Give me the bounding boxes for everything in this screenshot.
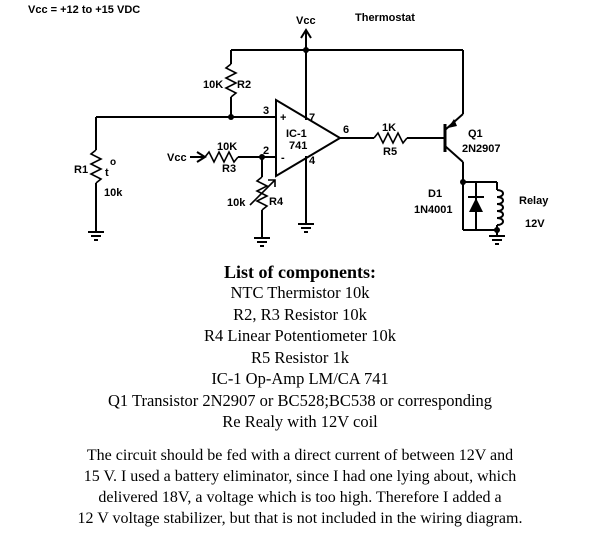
components-list: NTC Thermistor 10k R2, R3 Resistor 10k R… xyxy=(0,282,600,433)
pin7-label: 7 xyxy=(309,112,315,124)
note-line: 12 V voltage stabilizer, but that is not… xyxy=(77,509,523,527)
pin4-label: 4 xyxy=(309,155,316,167)
circuit-title: Thermostat xyxy=(355,12,415,24)
vcc-left-label: Vcc xyxy=(167,152,187,164)
q1-type: 2N2907 xyxy=(462,143,501,155)
pin6-label: 6 xyxy=(343,124,349,136)
r4-name: R4 xyxy=(269,196,284,208)
vcc-rail xyxy=(231,28,464,120)
list-item: Q1 Transistor 2N2907 or BC528;BC538 or c… xyxy=(107,390,493,410)
list-item: NTC Thermistor 10k xyxy=(230,283,370,302)
r1-name: R1 xyxy=(74,164,88,176)
resistor-r5 xyxy=(340,131,444,145)
components-title: List of components: xyxy=(224,262,376,282)
plus-sign: + xyxy=(280,112,286,124)
supply-voltage-label: Vcc = +12 to +15 VDC xyxy=(28,4,140,16)
q1-name: Q1 xyxy=(468,128,483,140)
r5-value: 1K xyxy=(382,122,396,134)
pin3-label: 3 xyxy=(263,105,269,117)
diode-d1 xyxy=(460,179,497,231)
r1-value: 10k xyxy=(104,187,123,199)
resistor-r2 xyxy=(224,50,238,117)
relay-coil xyxy=(489,182,505,245)
relay-voltage: 12V xyxy=(525,218,545,230)
description-area: List of components: NTC Thermistor 10k R… xyxy=(0,262,600,529)
list-item: R2, R3 Resistor 10k xyxy=(233,304,367,324)
r3-name: R3 xyxy=(222,163,236,175)
note-line: The circuit should be fed with a direct … xyxy=(86,446,514,464)
circuit-schematic: Vcc = +12 to +15 VDC Vcc Thermostat 10K … xyxy=(28,4,549,247)
r4-value: 10k xyxy=(227,197,246,209)
ic-type: 741 xyxy=(289,140,307,152)
transistor-q1 xyxy=(443,113,464,182)
list-item: IC-1 Op-Amp LM/CA 741 xyxy=(211,369,389,388)
list-item: R5 Resistor 1k xyxy=(250,347,350,367)
r3-value: 10K xyxy=(217,141,237,153)
r5-name: R5 xyxy=(383,146,397,158)
note-line: 15 V. I used a battery eliminator, since… xyxy=(83,467,517,485)
r2-name: R2 xyxy=(237,79,251,91)
d1-name: D1 xyxy=(428,188,442,200)
d1-type: 1N4001 xyxy=(414,204,453,216)
pin2-label: 2 xyxy=(263,145,269,157)
opamp-ground xyxy=(298,156,314,233)
ic-name: IC-1 xyxy=(286,128,307,140)
opamp-ic1 xyxy=(275,98,342,178)
relay-label: Relay xyxy=(519,195,549,207)
r1-temp-symbol: t xyxy=(105,167,109,179)
potentiometer-r4 xyxy=(249,157,276,247)
minus-sign: - xyxy=(281,152,285,164)
note-line: delivered 18V, a voltage which is too hi… xyxy=(98,488,502,506)
resistor-r3 xyxy=(190,150,276,164)
list-item: Re Realy with 12V coil xyxy=(222,412,378,431)
r1-branch xyxy=(88,114,276,241)
r2-value: 10K xyxy=(203,79,223,91)
list-item: R4 Linear Potentiometer 10k xyxy=(204,326,396,345)
vcc-top-label: Vcc xyxy=(296,15,316,27)
r1-degree: o xyxy=(110,157,116,168)
notes-paragraph: The circuit should be fed with a direct … xyxy=(0,445,600,529)
